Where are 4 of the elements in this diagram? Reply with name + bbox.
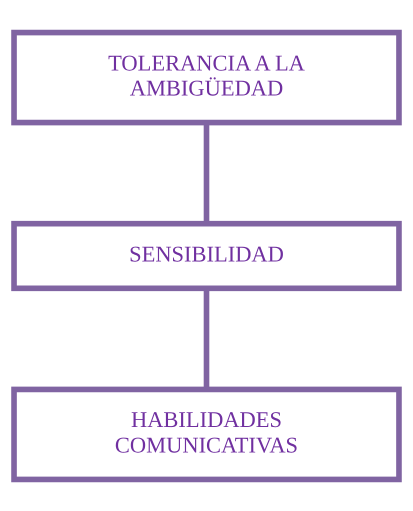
node-box: TOLERANCIA A LA AMBIGÜEDAD <box>11 29 402 125</box>
node-box: SENSIBILIDAD <box>11 220 402 291</box>
connector <box>204 122 210 223</box>
node-box: HABILIDADES COMUNICATIVAS <box>11 386 402 482</box>
